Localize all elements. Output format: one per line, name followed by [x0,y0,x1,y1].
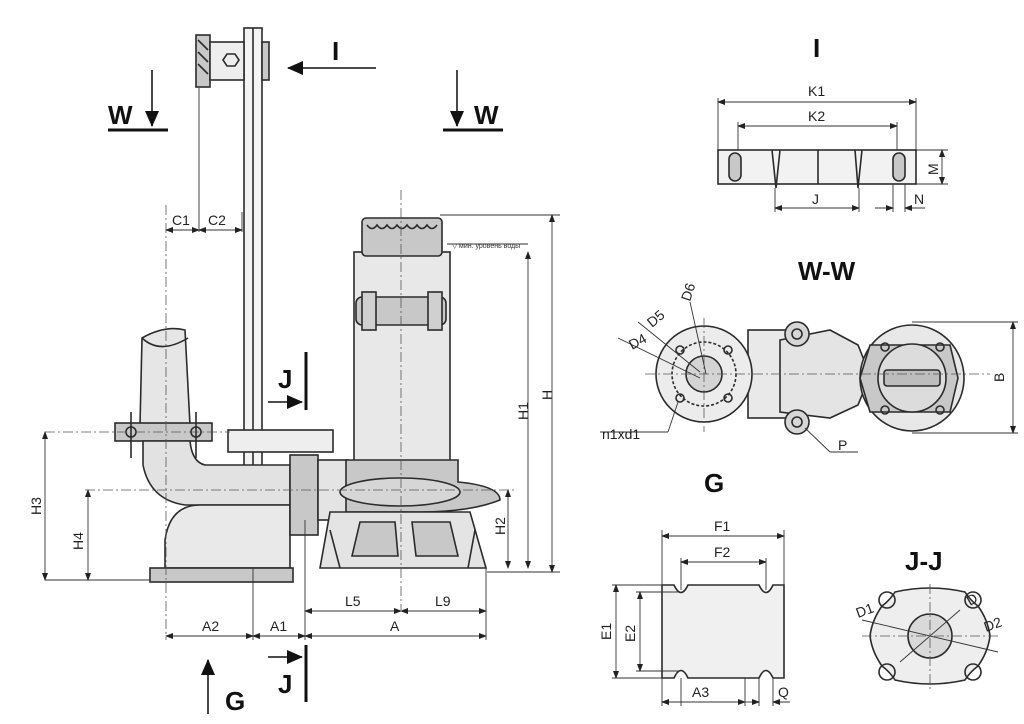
view-i-plate [717,149,917,185]
view-ww: W-W D4 D5 D6 n1xd1 P [600,256,1018,453]
motor-housing [353,251,451,468]
dim-m: M [925,163,941,175]
dim-k2: K2 [808,108,825,124]
dim-p: P [838,437,847,453]
dim-c1: C1 [172,212,190,228]
dim-n: N [914,191,924,207]
dim-f2: F2 [714,544,731,560]
view-g: G F1 F2 E1 E2 A3 Q [598,468,790,706]
dim-h2: H2 [492,517,508,535]
dim-e1: E1 [598,623,614,640]
view-ww-title: W-W [798,256,856,286]
section-i-arrow: I [332,36,339,66]
water-level-label: мин. уровень воды [459,243,520,250]
view-i: I K1 K2 M J N [717,33,948,212]
base-plate [149,567,294,583]
dim-n1xd1: n1xd1 [602,426,640,442]
dim-q: Q [778,684,789,700]
section-w-left: W [108,100,133,130]
view-jj: J-J D1 D D2 [854,546,1004,690]
dim-h: H [539,390,555,400]
view-g-plate [661,584,785,679]
handle [361,217,443,257]
dim-h3: H3 [28,497,44,515]
view-jj-title: J-J [905,546,943,576]
dim-l9: L9 [435,593,451,609]
dim-a2: A2 [202,618,219,634]
dim-k1: K1 [808,83,825,99]
dim-l5: L5 [345,593,361,609]
svg-text:▽: ▽ [452,243,458,250]
view-i-title: I [813,33,820,63]
base-foot [164,504,291,569]
dim-e2: E2 [622,625,638,642]
dim-a1: A1 [270,618,287,634]
dim-d1: D1 [854,600,876,621]
dim-j: J [812,191,819,207]
dim-f1: F1 [714,518,731,534]
dim-d5: D5 [644,306,668,330]
section-g-arrow: G [225,686,245,716]
dim-b: B [991,373,1007,382]
dim-a3: A3 [692,684,709,700]
dim-c2: C2 [208,212,226,228]
discharge-pipe [139,327,191,426]
dim-h4: H4 [70,532,86,550]
main-elevation-view: ▽ мин. уровень воды H H1 H2 H3 H4 C1 C2 [28,27,560,716]
section-w-right: W [474,100,499,130]
dim-d6: D6 [678,281,699,303]
pump-stand [319,511,488,569]
view-g-title: G [704,468,724,498]
dim-d2: D2 [982,614,1004,635]
section-j-top: J [278,364,292,394]
section-j-bottom: J [278,669,292,699]
dim-h1: H1 [515,402,531,420]
dim-d4: D4 [626,330,650,353]
dim-a: A [390,618,400,634]
